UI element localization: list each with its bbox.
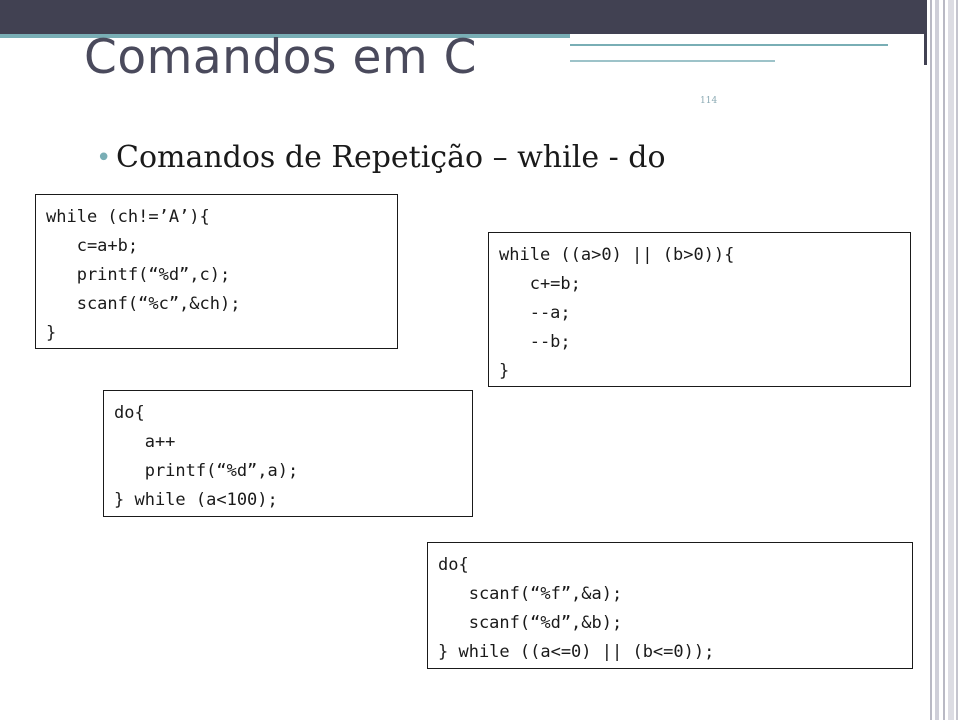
code-line: scanf(“%d”,&b); xyxy=(438,613,623,633)
code-line: c+=b; xyxy=(499,274,581,294)
accent-rule-thin xyxy=(570,44,888,46)
code-block-while-or: while ((a>0) || (b>0)){ c+=b; --a; --b; … xyxy=(488,232,911,387)
code-line: } while ((a<=0) || (b<=0)); xyxy=(438,642,715,662)
bullet-dot-icon: • xyxy=(96,143,112,173)
accent-rule-short xyxy=(570,60,775,62)
code-block-do-scanf: do{ scanf(“%f”,&a); scanf(“%d”,&b); } wh… xyxy=(427,542,913,669)
code-line: } while (a<100); xyxy=(114,490,278,510)
code-block-while-char: while (ch!=’A’){ c=a+b; printf(“%d”,c); … xyxy=(35,194,398,349)
code-line: while ((a>0) || (b>0)){ xyxy=(499,245,735,265)
bullet-item: •Comandos de Repetição – while - do xyxy=(96,134,666,182)
slide-number: 114 xyxy=(700,96,718,106)
code-line: scanf(“%f”,&a); xyxy=(438,584,623,604)
code-line: --a; xyxy=(499,303,571,323)
code-line: printf(“%d”,c); xyxy=(46,265,231,285)
header-bar xyxy=(0,0,930,34)
decorative-stripes xyxy=(924,0,960,720)
code-line: do{ xyxy=(438,555,469,575)
code-line: printf(“%d”,a); xyxy=(114,461,299,481)
code-block-do-printf: do{ a++ printf(“%d”,a); } while (a<100); xyxy=(103,390,473,517)
slide-title: Comandos em C xyxy=(84,30,477,85)
code-line: --b; xyxy=(499,332,571,352)
code-line: a++ xyxy=(114,432,176,452)
accent-rule xyxy=(0,34,570,38)
code-line: do{ xyxy=(114,403,145,423)
code-line: c=a+b; xyxy=(46,236,139,256)
bullet-text: Comandos de Repetição – while - do xyxy=(116,140,666,175)
code-line: } xyxy=(499,361,510,381)
code-line: scanf(“%c”,&ch); xyxy=(46,294,241,314)
code-line: } xyxy=(46,323,57,343)
code-line: while (ch!=’A’){ xyxy=(46,207,210,227)
